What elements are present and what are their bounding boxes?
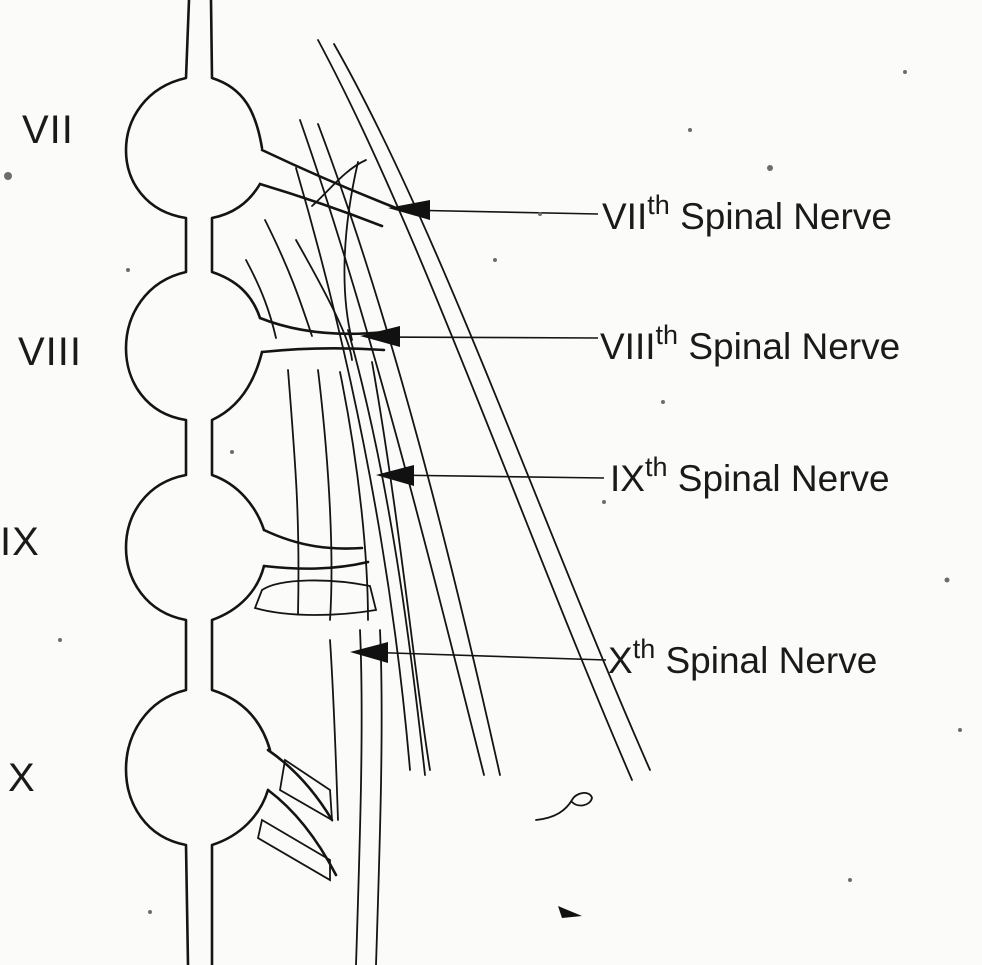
speck <box>58 638 62 642</box>
band-9 <box>265 220 312 336</box>
connective-b <box>280 760 332 820</box>
nerve-suffix: th <box>633 634 656 664</box>
speck <box>126 268 130 272</box>
segment-label-ix: IX <box>0 520 40 565</box>
speck <box>848 878 852 882</box>
nerve-pointers <box>350 200 606 663</box>
pointer-arrow-ix <box>376 465 414 486</box>
band-3 <box>300 120 484 775</box>
band-15 <box>356 630 362 965</box>
nerve-label-vii: VIIth Spinal Nerve <box>602 196 892 238</box>
pointer-arrow-x <box>350 642 388 663</box>
nerve-suffix: th <box>645 452 668 482</box>
pointer-line-viii <box>370 337 598 338</box>
root-ix <box>264 530 368 569</box>
connective-c <box>258 820 330 880</box>
speck <box>661 400 665 404</box>
nerve-label-ix: IXth Spinal Nerve <box>610 458 890 500</box>
band-7 <box>372 362 430 770</box>
stray-squiggle <box>536 793 592 820</box>
speck <box>148 910 152 914</box>
connective-a <box>255 580 376 615</box>
band-8 <box>296 240 352 360</box>
speck <box>767 165 773 171</box>
speck <box>230 450 234 454</box>
root-vii <box>260 150 396 226</box>
pointer-line-ix <box>388 475 604 478</box>
segment-label-vii: VII <box>22 108 74 153</box>
nerve-numeral: X <box>608 640 633 681</box>
speck <box>602 500 606 504</box>
nerve-label-x: Xth Spinal Nerve <box>608 640 877 682</box>
nerve-cord-left-edge <box>126 0 189 965</box>
stray-arrow <box>558 906 582 918</box>
connectives <box>255 580 376 880</box>
nerve-numeral: VIII <box>600 326 656 367</box>
nerve-label-viii: VIIIth Spinal Nerve <box>600 326 900 368</box>
speck <box>493 258 497 262</box>
longitudinal-nerves <box>246 40 650 965</box>
nerve-text: Spinal Nerve <box>666 640 878 681</box>
pointer-arrow-vii <box>388 200 430 220</box>
nerve-numeral: IX <box>610 458 645 499</box>
band-4 <box>318 124 500 775</box>
band-12 <box>288 370 299 614</box>
band-17 <box>330 640 338 820</box>
pointer-line-vii <box>402 210 598 214</box>
speck <box>903 70 907 74</box>
nerve-suffix: th <box>656 320 679 350</box>
nerve-numeral: VII <box>602 196 647 237</box>
segment-label-viii: VIII <box>18 330 82 375</box>
band-13 <box>318 370 332 620</box>
band-16 <box>376 630 382 965</box>
speck <box>688 128 692 132</box>
nerve-suffix: th <box>647 190 670 220</box>
nerve-text: Spinal Nerve <box>680 196 892 237</box>
nerve-text: Spinal Nerve <box>688 326 900 367</box>
band-6 <box>348 330 425 775</box>
speck <box>958 728 962 732</box>
speck <box>538 212 542 216</box>
speck <box>945 578 950 583</box>
nerve-text: Spinal Nerve <box>678 458 890 499</box>
segment-label-x: X <box>8 756 36 801</box>
speck <box>4 172 12 180</box>
band-5 <box>296 168 410 770</box>
root-x <box>268 750 336 875</box>
nerve-cord <box>126 0 270 965</box>
